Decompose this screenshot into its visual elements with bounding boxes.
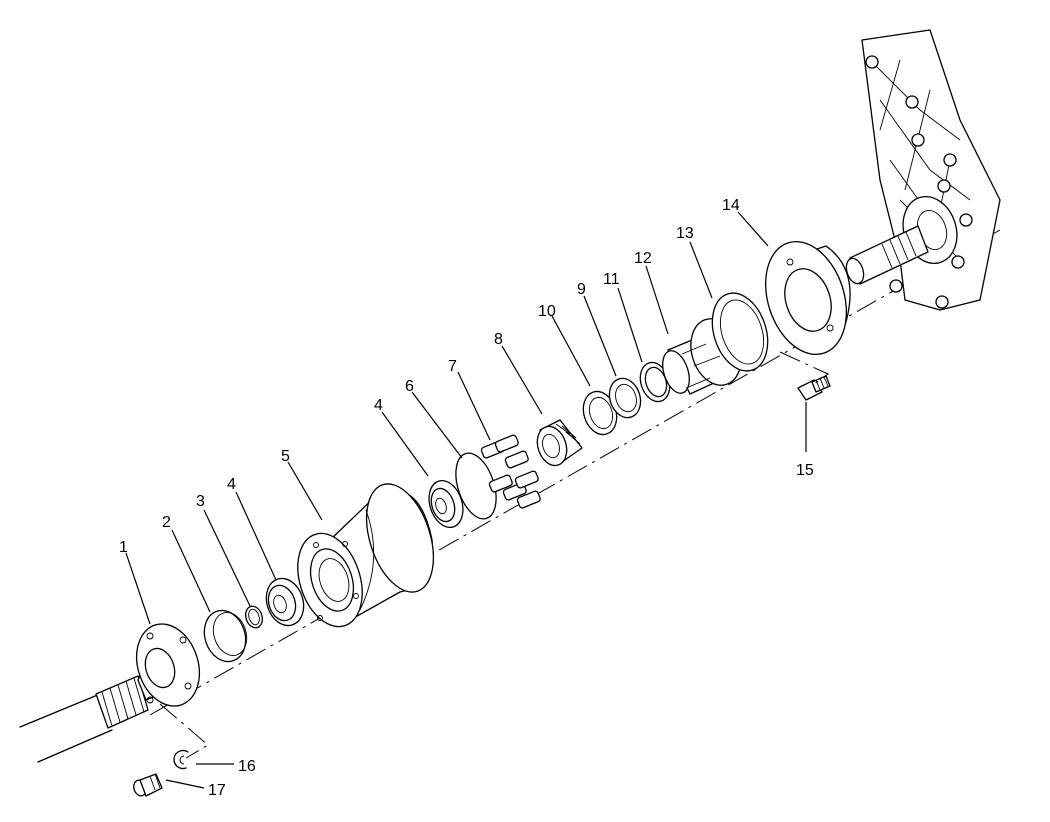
callout-4-upper: 4 [374,397,383,414]
callout-4-lower: 4 [227,476,236,493]
callout-9: 9 [577,281,586,298]
center-axis-line [149,229,1001,716]
drive-shaft [19,675,149,763]
assembly-guide-lower [159,703,209,759]
yoke-flange-part [136,623,200,707]
gasket-part [711,292,769,372]
leader-lines [125,211,807,789]
needle-bearing-part [536,419,583,467]
snap-ring-part [245,605,263,629]
callout-11: 11 [603,271,620,288]
lock-washer-part [173,749,189,770]
adapter-plate-part [765,240,851,356]
callout-2: 2 [162,514,171,531]
bolt-part-upper [797,375,831,401]
callout-3: 3 [196,493,205,510]
callout-12: 12 [634,250,652,267]
spring-ring-part [639,361,671,403]
callout-8: 8 [494,331,503,348]
housing-part [297,483,435,628]
callout-6: 6 [405,378,414,395]
cap-screw-part [133,773,163,797]
rollers-part [480,434,541,509]
callout-14: 14 [722,197,740,214]
transmission-case [845,29,1001,311]
bearing-part-upper [428,479,464,529]
callout-13: 13 [676,225,694,242]
callout-1: 1 [119,539,128,556]
callout-10: 10 [538,303,556,320]
assembly-guide-upper [779,351,829,385]
callout-5: 5 [281,448,290,465]
callout-15: 15 [796,462,814,479]
seal-part [203,609,248,663]
callout-16: 16 [238,758,256,775]
race-part [608,377,642,419]
callout-7: 7 [448,358,457,375]
bearing-part-lower [265,577,305,627]
callout-17: 17 [208,782,226,799]
